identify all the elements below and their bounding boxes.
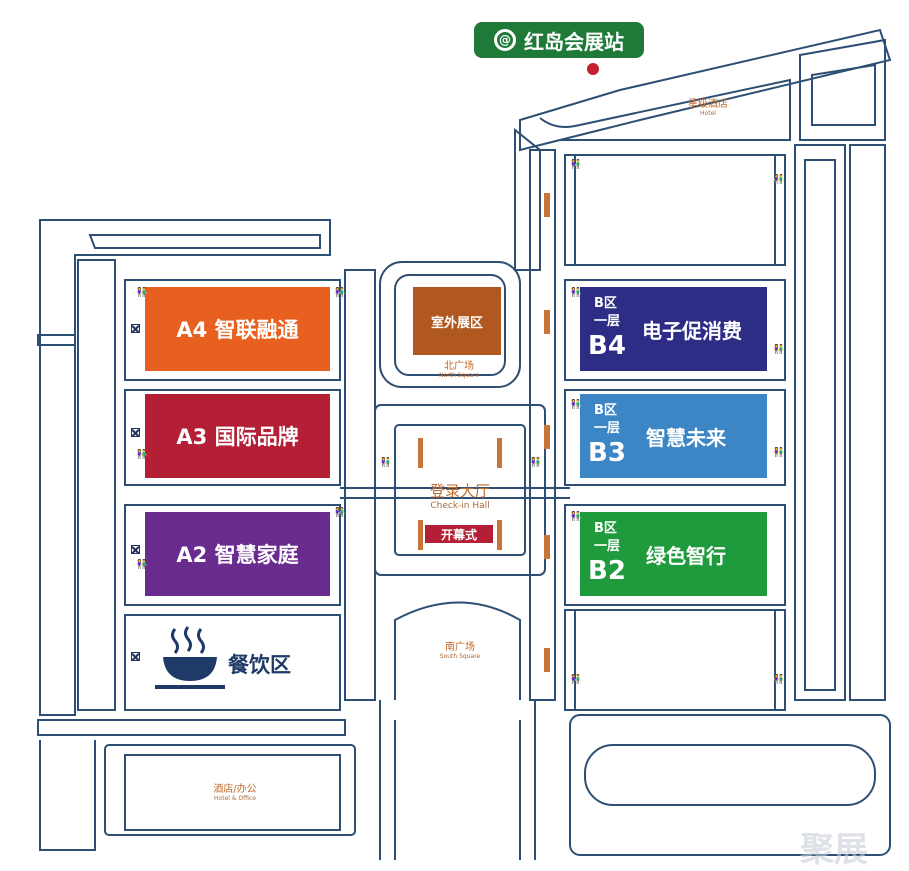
dining-label: 餐饮区 [228, 653, 291, 677]
restroom-icon: 👫 [570, 400, 582, 410]
metro-icon: @ [494, 29, 516, 51]
restroom-icon: 👫 [773, 675, 785, 685]
restroom-icon: 👫 [136, 450, 148, 460]
restroom-icon: 👫 [570, 288, 582, 298]
station-name: 红岛会展站 [524, 29, 624, 54]
restroom-icon: 👫 [773, 175, 785, 185]
restroom-icon: 👫 [530, 458, 542, 468]
outdoor-label: 室外展区 [430, 315, 483, 331]
hall-b2-name: 绿色智行 [646, 544, 726, 568]
hall-a2[interactable]: A2 智慧家庭 [145, 512, 330, 596]
restroom-icon: 👫 [380, 458, 392, 468]
hall-b4[interactable]: B区 一层 B4 电子促消费 [580, 287, 767, 371]
hall-b3-name: 智慧未来 [646, 426, 726, 450]
restroom-icon: 👫 [773, 345, 785, 355]
restroom-icon: 👫 [136, 560, 148, 570]
hall-a2-label: A2 智慧家庭 [176, 543, 299, 567]
north-square-label: 北广场 North Square [439, 361, 479, 379]
opening-ceremony-badge[interactable]: 开幕式 [425, 525, 493, 543]
restroom-icon: 👫 [334, 508, 346, 518]
hall-b2[interactable]: B区 一层 B2 绿色智行 [580, 512, 767, 596]
exit-door-icon [131, 652, 140, 661]
watermark: 聚展 [800, 830, 868, 870]
restroom-icon: 👫 [773, 448, 785, 458]
dining-area[interactable]: 餐饮区 [150, 625, 330, 700]
hall-b4-name: 电子促消费 [642, 319, 742, 343]
hall-a4-label: A4 智联融通 [176, 318, 299, 342]
hall-a3[interactable]: A3 国际品牌 [145, 394, 330, 478]
hall-a4[interactable]: A4 智联融通 [145, 287, 330, 371]
exit-door-icon [131, 324, 140, 333]
south-square-label: 南广场 South Square [439, 642, 481, 660]
outdoor-exhibition-area[interactable]: 室外展区 [413, 287, 501, 355]
station-location-dot [587, 63, 599, 75]
checkin-hall-label: 登录大厅 Check-in Hall [429, 482, 490, 511]
hall-b3-code: B3 [588, 438, 626, 468]
restroom-icon: 👫 [334, 288, 346, 298]
restroom-icon: 👫 [570, 160, 582, 170]
hall-b3[interactable]: B区 一层 B3 智慧未来 [580, 394, 767, 478]
restroom-icon: 👫 [570, 512, 582, 522]
hall-b4-code: B4 [588, 331, 626, 361]
hotel-top-label: 星级酒店 Hotel [688, 99, 728, 117]
hall-a3-label: A3 国际品牌 [176, 425, 299, 449]
exit-door-icon [131, 545, 140, 554]
steaming-bowl-icon [155, 626, 225, 689]
restroom-icon: 👫 [136, 288, 148, 298]
exit-door-icon [131, 428, 140, 437]
restroom-icon: 👫 [570, 675, 582, 685]
hotel-office-label: 酒店/办公 Hotel & Office [213, 784, 257, 802]
station-badge: @ 红岛会展站 [474, 22, 644, 58]
hall-b2-code: B2 [588, 556, 626, 586]
